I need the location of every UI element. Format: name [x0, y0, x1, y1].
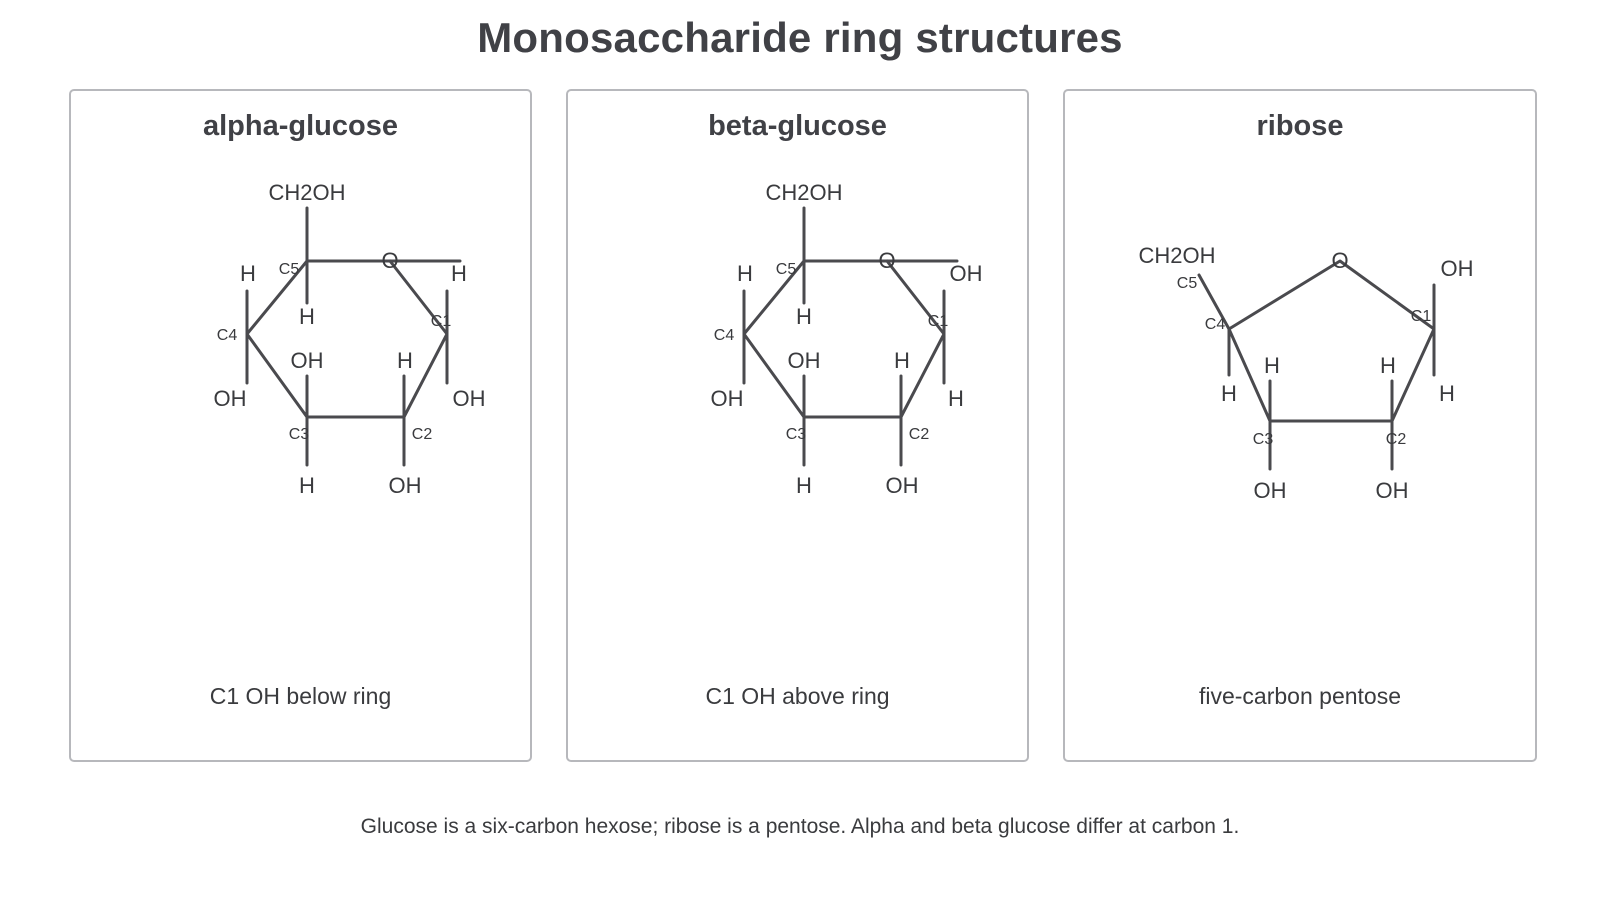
c4-down-label: H: [1221, 381, 1237, 406]
c3-label: C3: [786, 426, 807, 443]
card-title: ribose: [1256, 110, 1344, 142]
c1-down-label: H: [948, 386, 964, 411]
ch2oh-label: CH2OH: [268, 180, 345, 205]
c5-label: C5: [1177, 275, 1198, 292]
c1-label: C1: [928, 313, 949, 330]
ring-bonds: [742, 259, 959, 419]
c1-down-label: H: [1439, 381, 1455, 406]
c4-label: C4: [217, 327, 238, 344]
ring-oxygen-label: O: [381, 248, 398, 273]
alpha-glucose-structure: O CH2OH C5 H H H C1 OH C4 OH OH C3 H H C…: [214, 180, 486, 498]
alpha-glucose-card: alpha-glucose O CH2OH C5 H H H C1 OH C4 …: [69, 89, 532, 762]
c3-label: C3: [1253, 431, 1274, 448]
c1-down-label: OH: [453, 386, 486, 411]
c1-label: C1: [431, 313, 452, 330]
c5-left-h-label: H: [240, 261, 256, 286]
c3-down-label: H: [796, 473, 812, 498]
ribose-card: ribose O CH2OH C5 C4 H OH C1 H H C3 OH H…: [1063, 89, 1537, 762]
beta-glucose-card: beta-glucose O CH2OH C5 H H OH C1 H C4 O…: [566, 89, 1029, 762]
c3-down-label: H: [299, 473, 315, 498]
c3-label: C3: [289, 426, 310, 443]
c2-up-label: H: [1380, 353, 1396, 378]
c4-label: C4: [1205, 316, 1226, 333]
ring-bonds: [245, 259, 462, 419]
c1-up-label: OH: [1441, 256, 1474, 281]
card-caption: five-carbon pentose: [1198, 683, 1401, 709]
footer-note: Glucose is a six-carbon hexose; ribose i…: [360, 815, 1240, 838]
c3-up-label: H: [1264, 353, 1280, 378]
page-title: Monosaccharide ring structures: [477, 14, 1123, 61]
c5-left-h-label: H: [737, 261, 753, 286]
c5-label: C5: [279, 261, 300, 278]
card-caption: C1 OH below ring: [209, 683, 392, 709]
ch2oh-label: CH2OH: [1138, 243, 1215, 268]
c4-down-label: OH: [214, 386, 247, 411]
c2-up-label: H: [894, 348, 910, 373]
c4-c5-bond: [1197, 273, 1231, 331]
c4-down-label: OH: [711, 386, 744, 411]
ribose-structure: O CH2OH C5 C4 H OH C1 H H C3 OH H C2 OH: [1138, 243, 1474, 503]
c3-up-label: OH: [788, 348, 821, 373]
c5-below-h-label: H: [796, 304, 812, 329]
ring-oxygen-label: O: [1331, 248, 1348, 273]
c5-label: C5: [776, 261, 797, 278]
card-title: beta-glucose: [708, 110, 887, 142]
beta-glucose-structure: O CH2OH C5 H H OH C1 H C4 OH OH C3 H H C…: [711, 180, 983, 498]
ring-oxygen-label: O: [878, 248, 895, 273]
card-title: alpha-glucose: [203, 110, 398, 142]
c2-label: C2: [412, 426, 433, 443]
c2-down-label: OH: [1376, 478, 1409, 503]
c3-up-label: OH: [291, 348, 324, 373]
c2-down-label: OH: [886, 473, 919, 498]
c1-up-label: OH: [950, 261, 983, 286]
c2-label: C2: [909, 426, 930, 443]
c2-up-label: H: [397, 348, 413, 373]
c4-label: C4: [714, 327, 735, 344]
card-caption: C1 OH above ring: [705, 683, 890, 709]
c1-up-label: H: [451, 261, 467, 286]
c3-down-label: OH: [1254, 478, 1287, 503]
c2-down-label: OH: [389, 473, 422, 498]
c1-label: C1: [1411, 308, 1432, 325]
ch2oh-label: CH2OH: [765, 180, 842, 205]
c2-label: C2: [1386, 431, 1407, 448]
ring-bonds: [1227, 259, 1436, 423]
c5-below-h-label: H: [299, 304, 315, 329]
